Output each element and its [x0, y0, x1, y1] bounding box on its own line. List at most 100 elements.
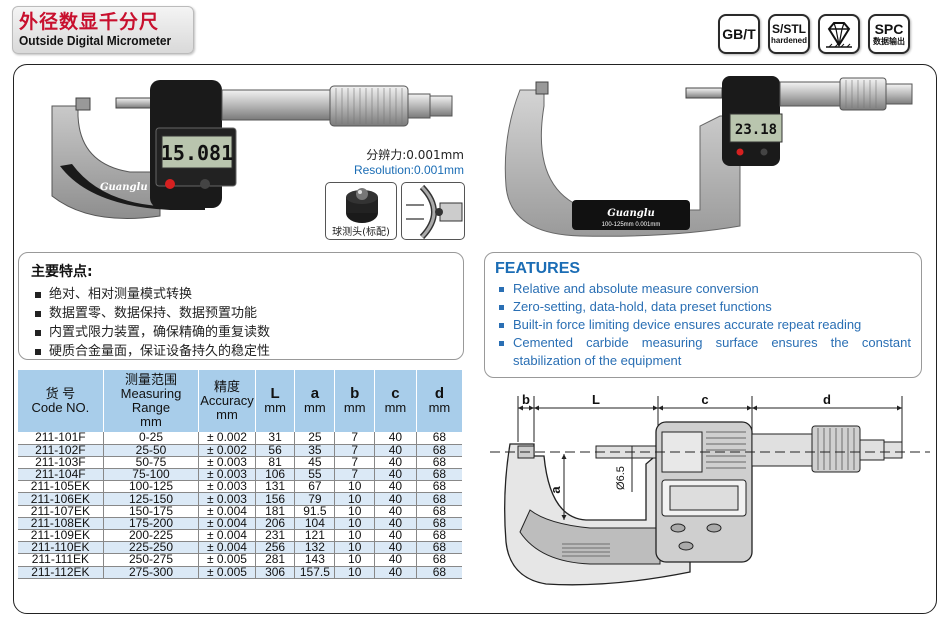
col-c-label: c	[391, 385, 400, 402]
table-cell: 106	[254, 468, 295, 482]
table-cell: 10	[334, 529, 375, 543]
table-cell: 150-175	[102, 505, 199, 518]
table-cell: 121	[294, 529, 335, 543]
col-d-unit: mm	[428, 400, 451, 415]
ball-measuring-sketch	[401, 182, 465, 240]
lcd-reading-2: 23.18	[735, 122, 777, 138]
table-cell: 40	[374, 444, 417, 457]
table-cell: 68	[415, 444, 462, 457]
table-cell: 68	[415, 431, 462, 445]
table-cell: 211-107EK	[18, 505, 104, 518]
table-cell: 10	[334, 505, 375, 518]
dim-L-label: L	[592, 392, 600, 407]
col-c: c mm	[374, 370, 417, 432]
table-cell: 40	[374, 517, 417, 531]
table-cell: 40	[374, 492, 417, 506]
title-box: 外径数显千分尺 Outside Digital Micrometer	[12, 6, 194, 54]
spc-badge-subtext: 数据输出	[873, 37, 905, 46]
spec-table: 货 号 Code NO. 测量范围 Measuring Range mm 精度 …	[18, 370, 462, 579]
features-en-title: FEATURES	[495, 260, 581, 277]
table-cell: 10	[334, 517, 375, 531]
dim-b-label: b	[522, 392, 530, 407]
dim-a-label: a	[548, 486, 563, 494]
table-cell: ± 0.004	[198, 529, 256, 543]
table-cell: 200-225	[102, 529, 199, 543]
range-engraving-2: 100-125mm 0.001mm	[602, 222, 661, 228]
table-cell: 91.5	[294, 505, 335, 518]
table-cell: ± 0.003	[198, 468, 256, 482]
dim-diameter-label: Ø6.5	[615, 466, 627, 490]
col-range-cn: 测量范围	[124, 372, 177, 387]
table-cell: 211-106EK	[18, 492, 104, 506]
table-cell: 68	[415, 541, 462, 555]
table-cell: 211-109EK	[18, 529, 104, 543]
table-cell: 68	[415, 505, 462, 518]
col-a-unit: mm	[304, 400, 326, 415]
table-cell: ± 0.004	[198, 517, 256, 531]
col-b-label: b	[350, 385, 360, 402]
table-cell: 10	[334, 566, 375, 579]
zero-button-dot	[165, 179, 175, 189]
table-cell: 225-250	[102, 541, 199, 555]
table-cell: 211-108EK	[18, 517, 104, 531]
dimension-diagram: b L c d a Ø6.5	[490, 392, 930, 586]
col-code-cn: 货 号	[45, 386, 76, 401]
col-a-label: a	[310, 385, 320, 402]
table-cell: 40	[374, 456, 417, 470]
table-cell: 211-102F	[18, 444, 104, 457]
table-cell: ± 0.004	[198, 541, 256, 555]
features-en-item: Built-in force limiting device ensures a…	[495, 316, 911, 334]
features-en-item: Cemented carbide measuring surface ensur…	[495, 334, 911, 370]
resolution-note: 分辨力:0.001mm Resolution:0.001mm	[338, 146, 464, 177]
col-range-en: Measuring Range	[120, 386, 182, 415]
table-cell: 7	[334, 444, 375, 457]
features-cn-item: 绝对、相对测量模式转换	[31, 285, 451, 304]
micrometer-photo-large: Guanglu 100-125mm 0.001mm 23.18	[504, 76, 913, 237]
features-cn-title: 主要特点:	[31, 264, 93, 280]
table-cell: 0-25	[102, 431, 199, 445]
table-cell: 211-110EK	[18, 541, 104, 555]
dim-c-label: c	[701, 392, 708, 407]
table-cell: ± 0.005	[198, 553, 256, 567]
brand-logo-text: Guanglu	[100, 182, 148, 193]
col-b: b mm	[334, 370, 375, 432]
table-cell: 7	[334, 456, 375, 470]
table-cell: 211-101F	[18, 431, 104, 445]
col-a: a mm	[294, 370, 335, 432]
table-cell: 40	[374, 566, 417, 579]
table-cell: 35	[294, 444, 335, 457]
table-cell: 25	[294, 431, 335, 445]
col-c-unit: mm	[384, 400, 407, 415]
table-cell: ± 0.002	[198, 444, 256, 457]
table-cell: ± 0.003	[198, 480, 256, 494]
table-cell: 306	[254, 566, 295, 579]
table-cell: 231	[254, 529, 295, 543]
gbt-badge: GB/T	[718, 14, 760, 54]
features-cn-item: 数据置零、数据保持、数据预置功能	[31, 304, 451, 323]
gbt-badge-text: GB/T	[722, 26, 756, 42]
table-cell: ± 0.003	[198, 492, 256, 506]
table-cell: 157.5	[294, 566, 335, 579]
col-acc-cn: 精度	[213, 379, 240, 394]
col-accuracy: 精度 Accuracy mm	[198, 370, 256, 432]
table-cell: 25-50	[102, 444, 199, 457]
ball-anvil-label: 球测头(标配)	[332, 227, 390, 238]
micrometer-photo-small: 15.081 Guanglu	[51, 80, 453, 219]
table-cell: ± 0.004	[198, 505, 256, 518]
table-cell: 40	[374, 468, 417, 482]
table-cell: 211-105EK	[18, 480, 104, 494]
table-cell: 10	[334, 492, 375, 506]
table-cell: 175-200	[102, 517, 199, 531]
col-L: L mm	[254, 370, 295, 432]
table-cell: 211-111EK	[18, 553, 104, 567]
table-cell: 31	[254, 431, 295, 445]
table-cell: 45	[294, 456, 335, 470]
table-cell: 68	[415, 480, 462, 494]
col-acc-en: Accuracy	[200, 393, 254, 408]
table-cell: 67	[294, 480, 335, 494]
table-cell: 68	[415, 492, 462, 506]
